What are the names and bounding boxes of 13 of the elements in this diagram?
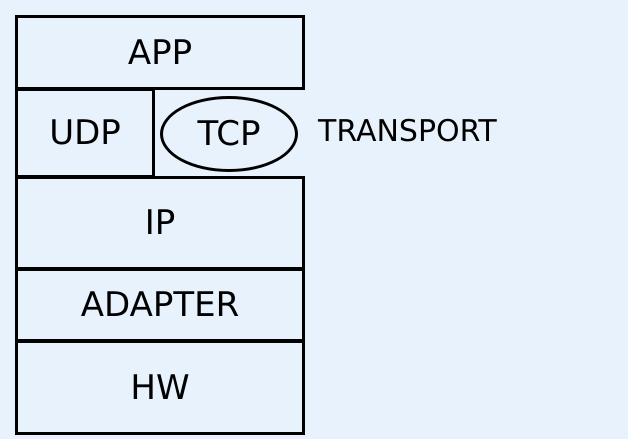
layer-name: ADAPTER bbox=[80, 285, 240, 325]
layer-annotation: TRANSPORT bbox=[318, 114, 497, 149]
layer-name: UDP bbox=[49, 113, 121, 153]
layer-box bbox=[15, 268, 305, 342]
layer-name: IP bbox=[144, 203, 176, 243]
layer-box bbox=[15, 176, 305, 270]
layer-box bbox=[15, 15, 305, 90]
circled-layer bbox=[160, 96, 298, 172]
layer-box bbox=[15, 88, 155, 178]
layer-box bbox=[15, 340, 305, 435]
layer-name: APP bbox=[128, 32, 192, 72]
layer-name: HW bbox=[130, 368, 190, 408]
layer-name: TCP bbox=[197, 114, 261, 154]
